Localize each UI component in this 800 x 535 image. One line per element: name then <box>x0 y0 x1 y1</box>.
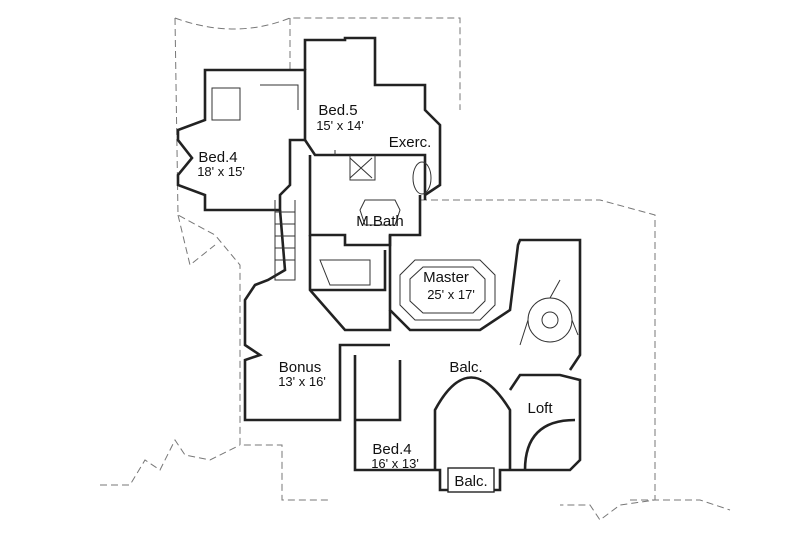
balcony-front-box <box>447 467 495 493</box>
room-balcony-main: Balc. <box>449 359 482 376</box>
room-name: Bed.5 <box>318 102 357 119</box>
room-bed4-lower: Bed.4 16' x 13' <box>371 441 419 471</box>
room-name: Master <box>423 269 469 286</box>
room-size: 18' x 15' <box>197 164 245 179</box>
room-name: Bed.4 <box>198 149 237 166</box>
room-size: 16' x 13' <box>371 456 419 471</box>
fixtures <box>274 161 579 346</box>
room-name: Bed.4 <box>372 441 411 458</box>
room-size: 15' x 14' <box>316 118 364 133</box>
room-size: 13' x 16' <box>278 374 326 389</box>
room-name: Exerc. <box>389 134 432 151</box>
room-name: Bonus <box>279 359 322 376</box>
room-balcony-front: Balc. <box>454 473 487 490</box>
room-name: M.Bath <box>356 213 404 230</box>
room-name: Balc. <box>449 359 482 376</box>
walls <box>176 36 582 492</box>
roof-outline <box>100 17 731 521</box>
room-name: Balc. <box>454 473 487 490</box>
room-bonus: Bonus 13' x 16' <box>278 359 326 389</box>
room-bed5: Bed.5 15' x 14' <box>316 102 364 133</box>
room-bed4-upper: Bed.4 18' x 15' <box>197 149 245 179</box>
room-exercise: Exerc. <box>389 134 432 151</box>
room-loft: Loft <box>527 400 553 417</box>
room-name: Loft <box>527 400 553 417</box>
room-master-bath: M.Bath <box>356 213 404 230</box>
room-size: 25' x 17' <box>427 287 475 302</box>
room-master: Master 25' x 17' <box>423 269 475 302</box>
